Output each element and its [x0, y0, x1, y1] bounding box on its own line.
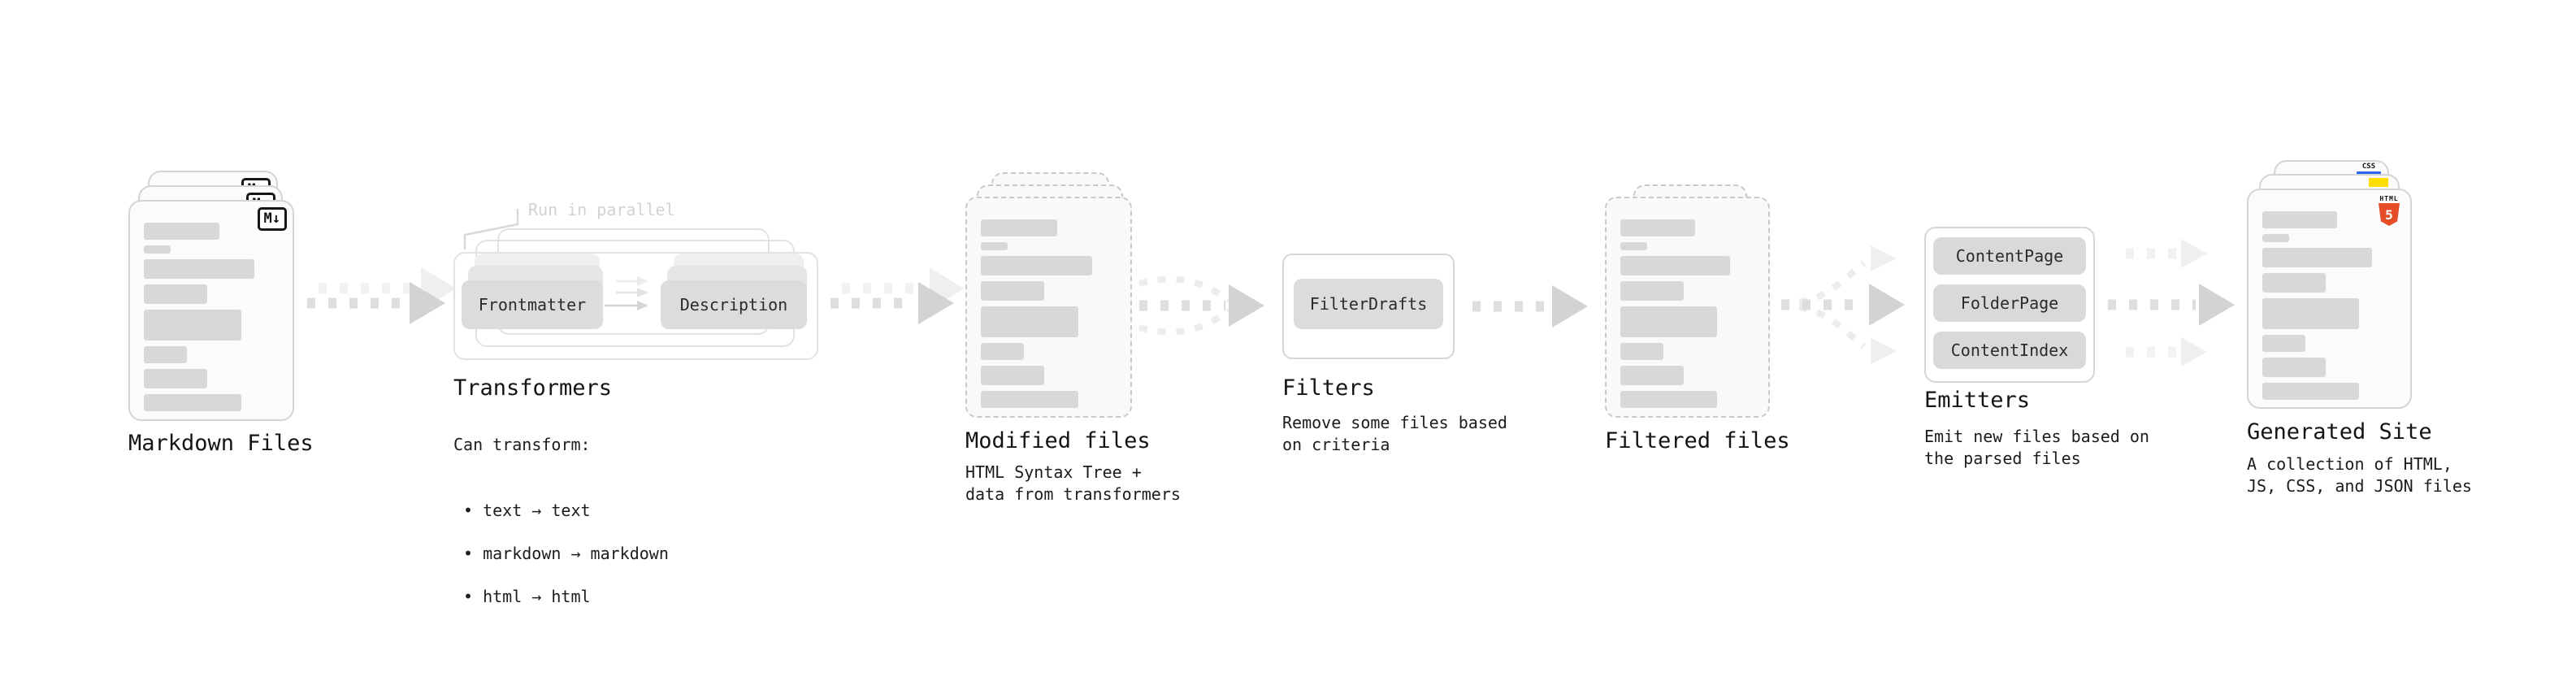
arrow-modified-to-filters [1138, 275, 1264, 336]
bullet-item: • markdown → markdown [463, 544, 669, 563]
text-line-bar [981, 391, 1079, 408]
emitter-pill-folderpage: FolderPage [1933, 284, 2086, 322]
run-in-parallel-note: Run in parallel [528, 200, 675, 219]
text-line-bar [2262, 335, 2305, 352]
stage-label-markdown-files: Markdown Files [128, 431, 314, 456]
emitters-description: Emit new files based on the parsed files [1924, 427, 2149, 468]
arrow-emitters-to-generated [2108, 239, 2235, 367]
text-line-bar [1620, 306, 1717, 337]
modified-file-card-front [965, 197, 1132, 418]
text-line-bar [981, 219, 1057, 236]
text-line-bar [2262, 211, 2338, 228]
bullet-item: • text → text [463, 501, 591, 520]
doc-text-lines [2262, 211, 2396, 406]
arrowhead-light [421, 267, 457, 310]
transformer-frame-front [453, 252, 818, 360]
transformers-desc-title: Can transform: [453, 435, 591, 454]
text-line-bar [2262, 383, 2359, 400]
doc-text-lines [981, 219, 1117, 414]
text-line-bar [1620, 219, 1696, 236]
arrowhead [1229, 284, 1264, 327]
arrowhead-light [2181, 337, 2207, 367]
emitter-pill-contentpage: ContentPage [1933, 237, 2086, 275]
markdown-icon: M↓ [257, 207, 287, 231]
stage-label-emitters: Emitters [1924, 388, 2031, 413]
css-icon: CSS [2357, 163, 2381, 176]
arrowhead-light [930, 267, 964, 310]
filter-pill-filterdrafts: FilterDrafts [1294, 279, 1443, 329]
text-line-bar [981, 306, 1079, 337]
modified-files-description: HTML Syntax Tree + data from transformer… [965, 462, 1181, 504]
generated-site-description: A collection of HTML, JS, CSS, and JSON … [2247, 454, 2472, 496]
stage-label-filtered-files: Filtered files [1605, 428, 1790, 453]
text-line-bar [981, 366, 1045, 385]
bullet-item: • html → html [463, 587, 591, 606]
stage-label-generated-site: Generated Site [2247, 419, 2432, 445]
markdown-file-card-front: M↓ [128, 200, 294, 421]
css-icon-bar [2357, 171, 2381, 176]
arrow-filtered-to-emitters [1781, 245, 1905, 364]
text-line-bar [2262, 248, 2373, 267]
merge-curve-bottom [1138, 307, 1231, 336]
text-line-bar [2262, 358, 2326, 377]
arrowhead [1869, 284, 1905, 326]
transformers-bullet-list: • text → text • markdown → markdown • ht… [453, 478, 669, 629]
filters-description: Remove some files based on criteria [1282, 413, 1507, 454]
css-icon-text: CSS [2361, 163, 2376, 171]
arrow-markdown-to-transformers [307, 267, 457, 324]
text-line-bar [2262, 298, 2359, 329]
stage-label-filters: Filters [1282, 375, 1375, 401]
text-line-bar [144, 369, 208, 388]
text-line-bar [144, 223, 219, 240]
text-line-bar [1620, 256, 1731, 275]
transformers-description: Can transform: • text → text • markdown … [453, 412, 669, 651]
transformer-pill-frontmatter: Frontmatter [462, 280, 603, 329]
stage-label-transformers: Transformers [453, 375, 613, 401]
html5-icon-text: HTML [2379, 195, 2399, 202]
text-line-bar [1620, 366, 1684, 385]
text-line-bar [144, 284, 208, 304]
stage-label-modified-files: Modified files [965, 428, 1151, 453]
text-line-bar [2262, 273, 2326, 293]
doc-text-lines [1620, 219, 1754, 414]
arrow-transformers-to-modified [830, 267, 964, 324]
doc-text-lines [144, 223, 279, 417]
filtered-file-card-front [1605, 197, 1770, 418]
text-line-bar [144, 245, 171, 254]
arrowhead [410, 282, 445, 324]
transformer-pill-description: Description [661, 280, 807, 329]
fan-curve-top [1798, 260, 1867, 306]
text-line-bar [981, 242, 1008, 250]
text-line-bar [144, 346, 188, 363]
text-line-bar [1620, 281, 1684, 301]
generated-file-card-front: HTML 5 [2247, 189, 2412, 409]
text-line-bar [144, 259, 255, 279]
text-line-bar [2262, 234, 2289, 242]
arrowhead [918, 282, 954, 324]
arrowhead [2199, 284, 2235, 326]
arrowhead [1552, 285, 1588, 327]
text-line-bar [981, 281, 1045, 301]
arrowhead-light [1871, 245, 1897, 271]
text-line-bar [1620, 242, 1647, 250]
text-line-bar [981, 343, 1025, 360]
arrowhead-light [1871, 338, 1897, 364]
fan-curve-bottom [1798, 304, 1867, 349]
arrowhead-light [2181, 239, 2207, 268]
text-line-bar [981, 256, 1092, 275]
arrow-filters-to-filtered [1472, 285, 1588, 327]
text-line-bar [144, 310, 241, 340]
emitter-pill-contentindex: ContentIndex [1933, 332, 2086, 369]
text-line-bar [1620, 391, 1717, 408]
text-line-bar [144, 394, 241, 411]
text-line-bar [1620, 343, 1663, 360]
merge-curve-top [1138, 275, 1231, 304]
html5-icon: HTML 5 [2378, 195, 2400, 226]
javascript-icon [2369, 178, 2388, 187]
